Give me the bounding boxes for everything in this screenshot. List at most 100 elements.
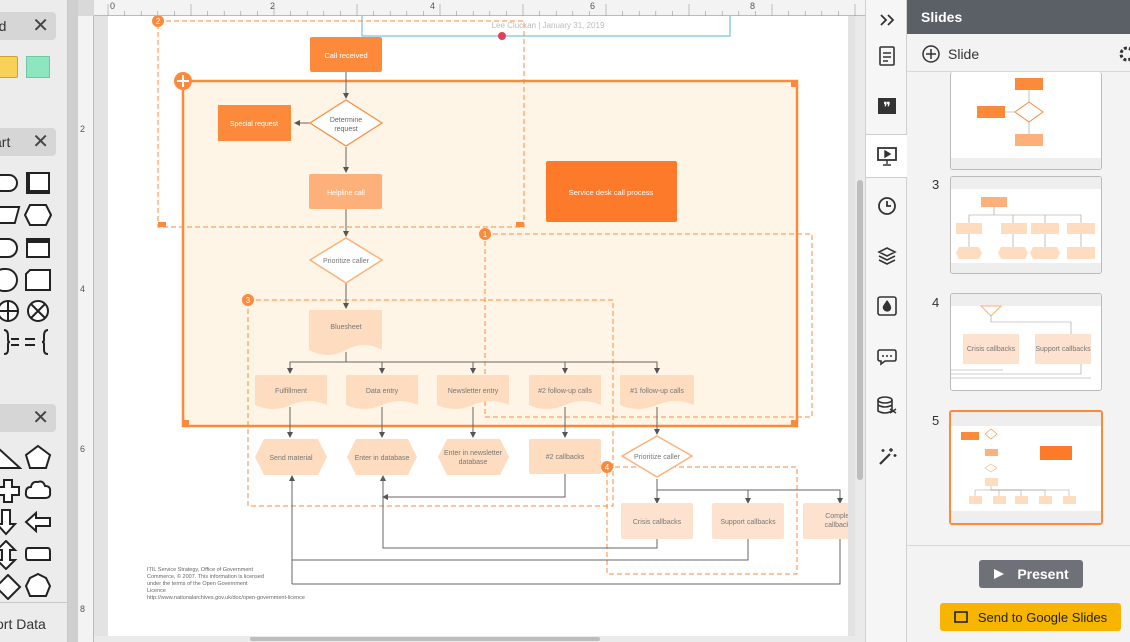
data-entry-label: Data entry [366,388,399,395]
predefined-process-shape[interactable] [26,172,50,194]
presentation-icon[interactable] [866,134,908,178]
manual-input-shape[interactable] [0,206,21,224]
hexagon-nodes[interactable] [255,439,509,475]
followup2-label: #2 follow-up calls [538,388,592,395]
callbacks2-node[interactable] [529,439,601,474]
sticky-note-green[interactable] [26,56,50,78]
shape-section-header[interactable]: art ✕ [0,128,56,156]
slide-frame-3[interactable] [247,299,614,507]
left-arrow-shape[interactable] [24,510,52,534]
circle-shape[interactable] [0,268,18,292]
horizontal-ruler: 0 2 4 6 8 [94,0,865,16]
service-desk-title-node[interactable] [546,161,677,222]
play-icon [994,569,1005,579]
frame-badges: 2 1 3 4 [152,16,613,473]
cloud-shape[interactable] [24,478,52,504]
close-icon[interactable]: ✕ [32,407,49,429]
shape-library-panel: rd ✕ art ✕ ✕ ort Data [0,0,68,642]
shape-section-header[interactable]: ✕ [0,404,56,432]
octagon-badge-shape[interactable] [24,572,52,600]
panel-scrollbar[interactable] [68,0,78,642]
delay-shape[interactable] [0,238,18,258]
shape-section-header[interactable]: rd ✕ [0,12,56,40]
diagram-page[interactable]: Lee Cluckan | January 31, 2019 2 1 3 [108,16,848,636]
double-arrow-shape[interactable] [0,540,20,570]
close-icon[interactable]: ✕ [32,15,49,37]
slide-frame-4[interactable] [606,466,798,575]
crisis-callbacks-node[interactable] [621,503,693,539]
prioritize-caller2-decision[interactable] [620,435,694,478]
special-request-label: Special request [230,121,278,128]
import-data-button[interactable]: ort Data [0,602,67,642]
slide-thumbnail-3[interactable] [950,176,1102,274]
layers-icon[interactable] [866,236,908,276]
ruler-ticks [107,4,856,16]
license-footnote: ITIL Service Strategy, Office of Governm… [147,567,305,601]
call-received-node[interactable] [310,37,382,72]
slide-preview [951,294,1101,379]
callout-shape[interactable] [24,544,52,564]
bluesheet-document[interactable] [309,310,382,355]
complex-callbacks-node[interactable] [803,503,848,539]
slide-thumbnail-5-selected[interactable] [949,410,1103,525]
magic-icon[interactable] [866,436,908,476]
close-icon[interactable]: ✕ [32,131,49,153]
notes-icon[interactable] [866,36,908,76]
cross-shape[interactable] [0,478,22,504]
followup1-label: #1 follow-up calls [630,388,684,395]
card-shape[interactable] [24,268,52,292]
support-callbacks-node[interactable] [712,503,784,539]
quote-icon[interactable]: ❞ [866,86,908,126]
frame-corner-marks [158,222,524,227]
special-request-node[interactable] [218,105,291,141]
terminator-shape[interactable] [0,174,18,192]
ruler-mark: 4 [430,1,436,11]
slide-thumbnail-4[interactable]: Crisis callbacks Support callbacks [950,293,1102,391]
helpline-call-label: Helpline call [327,190,365,197]
slide-thumbnail-2[interactable] [950,72,1102,170]
diagram-canvas[interactable]: Lee Cluckan | January 31, 2019 2 1 3 [94,16,855,636]
container-corner-handles[interactable] [183,81,797,426]
ruler-mark: 2 [270,1,276,11]
history-icon[interactable] [866,186,908,226]
ruler-mark: 0 [110,1,116,11]
helpline-call-node[interactable] [309,174,382,209]
sticky-note-yellow[interactable] [0,56,18,78]
down-arrow-shape[interactable] [0,508,20,536]
slide-frame-1[interactable] [484,233,813,418]
svg-text:3: 3 [246,296,251,305]
svg-text:Commerce, © 2007. This informa: Commerce, © 2007. This information is li… [147,573,264,580]
settings-icon[interactable] [1119,46,1130,62]
fill-icon[interactable] [866,286,908,326]
hexagon-shape[interactable] [24,204,52,226]
svg-text:1: 1 [483,230,488,239]
vertical-scroll-thumb[interactable] [857,180,863,480]
pentagon-shape[interactable] [24,444,52,470]
triangle-shape[interactable] [0,446,22,470]
or-shape[interactable] [25,298,51,324]
add-slide-button[interactable]: Slide [921,44,979,64]
slide-frame-2[interactable] [157,20,525,228]
brace-shapes[interactable] [0,328,54,356]
prioritize-caller-decision[interactable] [308,237,384,284]
ruler-mark: 4 [80,284,86,294]
determine-request-decision[interactable] [308,99,384,147]
internal-storage-shape[interactable] [26,238,50,258]
collapse-icon[interactable] [866,0,908,40]
data-icon[interactable] [866,386,908,426]
comment-icon[interactable] [866,336,908,376]
flowchart[interactable]: Lee Cluckan | January 31, 2019 2 1 3 [108,16,848,636]
present-button[interactable]: Present [979,560,1083,588]
add-slide-bar: Slide [907,36,1130,72]
diamond-shape[interactable] [0,574,22,600]
document-nodes[interactable] [255,375,694,409]
support-callbacks-label: Support callbacks [720,519,776,526]
ruler-mark: 8 [750,1,756,11]
anchor-dot[interactable] [498,32,506,40]
google-slides-icon [954,611,968,623]
summing-junction-shape[interactable] [0,298,22,324]
horizontal-scroll-thumb[interactable] [250,637,600,641]
complex-callbacks-label: Complexcallbacks [825,513,848,529]
send-to-google-slides-button[interactable]: Send to Google Slides [940,603,1121,631]
svg-text:4: 4 [605,463,610,472]
